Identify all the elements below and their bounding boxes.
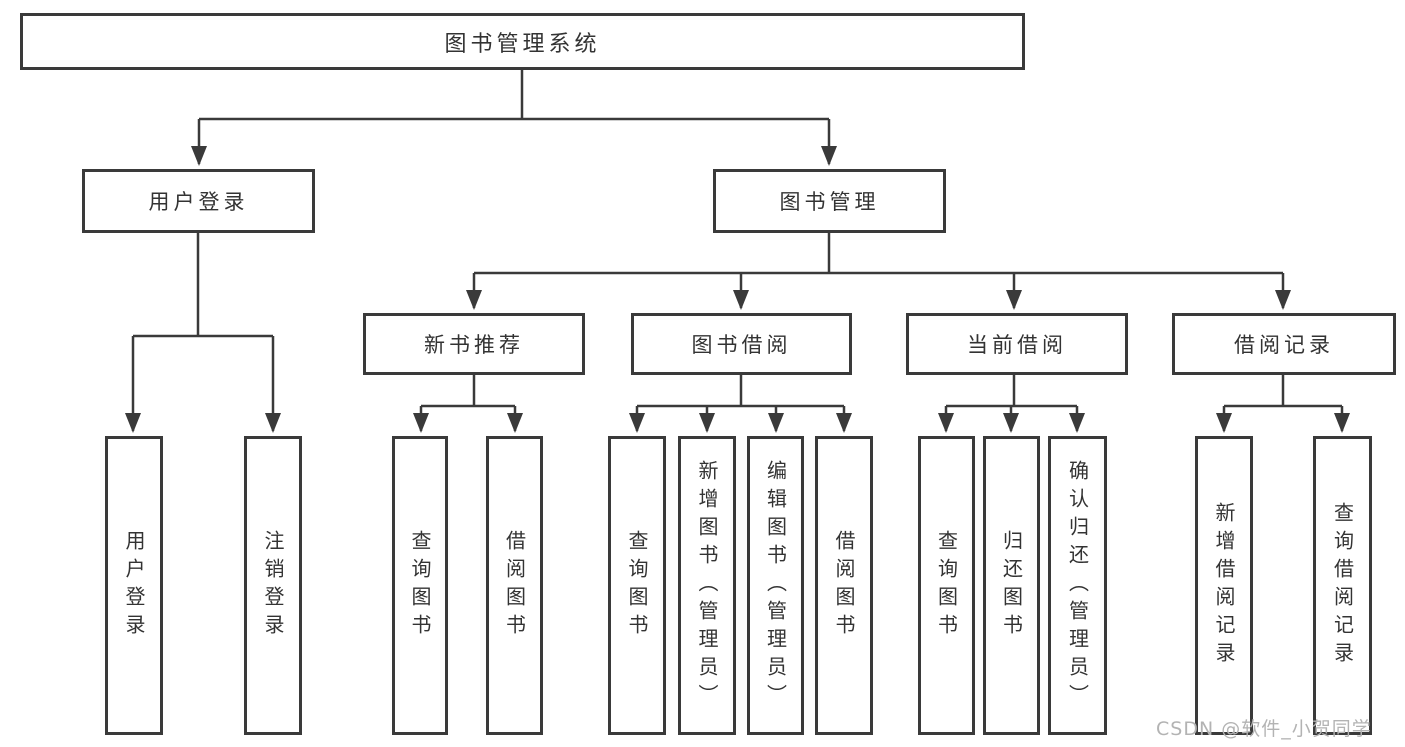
node-label: 编辑图书（管理员） bbox=[763, 459, 788, 712]
node-box-user-login-group: 用户登录 bbox=[82, 169, 315, 233]
node-label: 查询图书 bbox=[625, 529, 649, 642]
node-box-add-books-admin: 新增图书（管理员） bbox=[678, 436, 736, 735]
csdn-watermark: CSDN @软件_小贺同学 bbox=[1156, 718, 1372, 740]
node-label: 查询借阅记录 bbox=[1330, 501, 1355, 670]
node-box-query-books-3: 查询图书 bbox=[918, 436, 975, 735]
node-label: 查询图书 bbox=[934, 529, 959, 642]
node-box-edit-books-admin: 编辑图书（管理员） bbox=[747, 436, 804, 735]
node-label: 注销登录 bbox=[261, 529, 285, 642]
node-box-current-borrow: 当前借阅 bbox=[906, 313, 1128, 375]
node-box-query-books-2: 查询图书 bbox=[608, 436, 666, 735]
node-label: 图书管理 bbox=[779, 190, 880, 214]
node-label: 借阅记录 bbox=[1234, 333, 1334, 357]
node-box-borrow-books-2: 借阅图书 bbox=[815, 436, 873, 735]
node-box-new-book-recommend: 新书推荐 bbox=[363, 313, 585, 375]
node-box-library-management-system: 图书管理系统 bbox=[20, 13, 1025, 70]
node-label: 新书推荐 bbox=[424, 333, 524, 357]
node-box-query-books-1: 查询图书 bbox=[392, 436, 448, 735]
node-label: 用户登录 bbox=[122, 529, 146, 642]
node-label: 图书借阅 bbox=[691, 333, 792, 357]
node-box-query-borrow-record: 查询借阅记录 bbox=[1313, 436, 1372, 735]
node-label: 图书管理系统 bbox=[444, 31, 601, 57]
node-label: 借阅图书 bbox=[832, 529, 856, 642]
node-box-book-borrow: 图书借阅 bbox=[631, 313, 852, 375]
node-label: 新增图书（管理员） bbox=[695, 459, 719, 712]
node-label: 用户登录 bbox=[148, 190, 249, 214]
node-label: 当前借阅 bbox=[967, 333, 1067, 357]
node-box-user-login: 用户登录 bbox=[105, 436, 163, 735]
node-box-book-management: 图书管理 bbox=[713, 169, 946, 233]
node-box-borrow-books-1: 借阅图书 bbox=[486, 436, 543, 735]
node-box-return-books: 归还图书 bbox=[983, 436, 1040, 735]
node-label: 新增借阅记录 bbox=[1212, 501, 1236, 670]
node-label: 归还图书 bbox=[999, 529, 1024, 642]
node-box-add-borrow-record: 新增借阅记录 bbox=[1195, 436, 1253, 735]
node-label: 确认归还（管理员） bbox=[1065, 459, 1090, 712]
node-label: 借阅图书 bbox=[502, 529, 527, 642]
node-box-borrow-records: 借阅记录 bbox=[1172, 313, 1396, 375]
node-box-logout: 注销登录 bbox=[244, 436, 302, 735]
node-box-confirm-return-admin: 确认归还（管理员） bbox=[1048, 436, 1107, 735]
node-label: 查询图书 bbox=[408, 529, 432, 642]
